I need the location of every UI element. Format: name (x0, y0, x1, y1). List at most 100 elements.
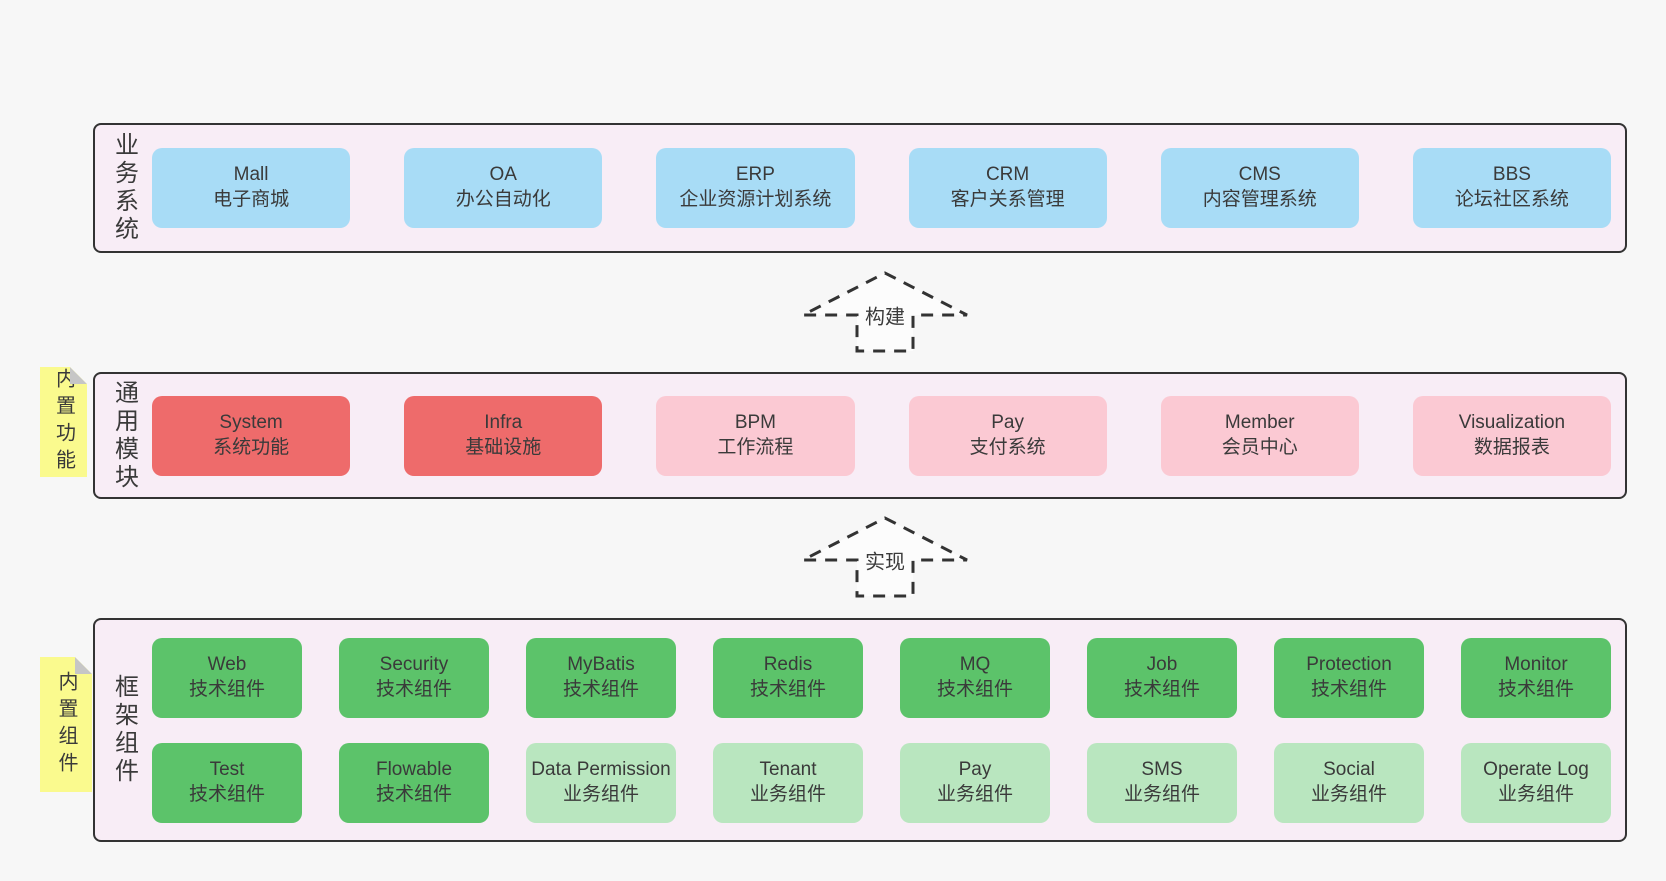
box-title: Social (1323, 758, 1375, 780)
box-subtitle: 客户关系管理 (950, 189, 1065, 210)
box-monitor: Monitor 技术组件 (1461, 637, 1611, 718)
box-subtitle: 业务组件 (562, 783, 639, 805)
box-bbs: BBS 论坛社区系统 (1412, 148, 1611, 228)
box-title: OA (489, 164, 517, 186)
box-protection: Protection 技术组件 (1274, 637, 1424, 718)
box-subtitle: 内容管理系统 (1202, 189, 1317, 210)
sticky-fold-icon (75, 657, 92, 674)
box-subtitle: 业务组件 (1497, 783, 1574, 805)
box-oa: OA 办公自动化 (404, 148, 603, 228)
box-title: Data Permission (531, 758, 671, 780)
box-visualization: Visualization 数据报表 (1412, 395, 1611, 476)
components-boxes-grid: Web 技术组件 Security 技术组件 MyBatis 技术组件 Redi… (152, 620, 1611, 840)
box-title: Pay (991, 411, 1024, 433)
box-system: System 系统功能 (152, 395, 351, 476)
box-infra: Infra 基础设施 (404, 395, 603, 476)
box-title: ERP (735, 164, 775, 186)
box-web: Web 技术组件 (152, 637, 302, 718)
box-mall: Mall 电子商城 (152, 148, 351, 228)
box-social: Social 业务组件 (1274, 742, 1424, 823)
layer-label-zone: 通用模块 (95, 374, 152, 497)
box-subtitle: 会员中心 (1221, 436, 1298, 458)
arrow-implement: 实现 (800, 515, 970, 599)
box-subtitle: 基础设施 (465, 436, 542, 458)
arrow-build-label: 构建 (861, 299, 909, 331)
arrow-implement-label: 实现 (861, 544, 909, 576)
box-title: Pay (958, 758, 992, 780)
box-subtitle: 业务组件 (936, 783, 1013, 805)
sticky-label: 内置组件 (55, 670, 77, 779)
box-subtitle: 电子商城 (213, 189, 290, 210)
box-subtitle: 技术组件 (749, 678, 826, 700)
layer-business-systems: 业务系统 Mall 电子商城 OA 办公自动化 ERP 企业资源计划系统 CRM… (93, 123, 1627, 253)
box-operate-log: Operate Log 业务组件 (1461, 742, 1611, 823)
box-subtitle: 系统功能 (213, 436, 290, 458)
box-pay-component: Pay 业务组件 (900, 742, 1050, 823)
box-pay: Pay 支付系统 (908, 395, 1107, 476)
box-subtitle: 论坛社区系统 (1454, 189, 1569, 210)
box-title: Flowable (375, 758, 453, 780)
box-title: MyBatis (567, 653, 635, 675)
box-subtitle: 企业资源计划系统 (679, 189, 832, 210)
layer-common-modules: 通用模块 System 系统功能 Infra 基础设施 BPM 工作流程 Pay… (93, 372, 1627, 499)
box-job: Job 技术组件 (1087, 637, 1237, 718)
business-boxes-grid: Mall 电子商城 OA 办公自动化 ERP 企业资源计划系统 CRM 客户关系… (152, 125, 1611, 251)
box-title: Infra (484, 411, 523, 433)
box-cms: CMS 内容管理系统 (1160, 148, 1359, 228)
box-subtitle: 技术组件 (936, 678, 1013, 700)
box-subtitle: 技术组件 (375, 783, 452, 805)
box-mq: MQ 技术组件 (900, 637, 1050, 718)
box-title: Operate Log (1483, 758, 1589, 780)
box-title: System (219, 411, 283, 433)
box-title: BBS (1492, 164, 1531, 186)
arrow-build: 构建 (800, 270, 970, 354)
box-subtitle: 支付系统 (969, 436, 1046, 458)
box-subtitle: 办公自动化 (455, 189, 551, 210)
box-member: Member 会员中心 (1160, 395, 1359, 476)
modules-boxes-grid: System 系统功能 Infra 基础设施 BPM 工作流程 Pay 支付系统… (152, 374, 1611, 497)
box-flowable: Flowable 技术组件 (339, 742, 489, 823)
layer-label-components: 框架组件 (110, 674, 138, 786)
box-subtitle: 业务组件 (1310, 783, 1387, 805)
box-test: Test 技术组件 (152, 742, 302, 823)
sticky-note-builtin-components: 内置组件 (40, 657, 92, 792)
box-title: BPM (734, 411, 776, 433)
box-subtitle: 业务组件 (1123, 783, 1200, 805)
layer-label-zone: 业务系统 (95, 125, 152, 251)
box-title: Mall (233, 164, 269, 186)
box-bpm: BPM 工作流程 (656, 395, 855, 476)
box-redis: Redis 技术组件 (713, 637, 863, 718)
box-title: Protection (1306, 653, 1392, 675)
box-security: Security 技术组件 (339, 637, 489, 718)
box-title: Monitor (1504, 653, 1568, 675)
box-title: Visualization (1458, 411, 1566, 433)
box-title: Redis (763, 653, 813, 675)
box-subtitle: 技术组件 (562, 678, 639, 700)
box-subtitle: 技术组件 (375, 678, 452, 700)
box-mybatis: MyBatis 技术组件 (526, 637, 676, 718)
box-data-permission: Data Permission 业务组件 (526, 742, 676, 823)
box-title: Web (207, 653, 247, 675)
box-title: SMS (1141, 758, 1183, 780)
box-title: Tenant (759, 758, 817, 780)
layer-label-business: 业务系统 (110, 132, 138, 244)
box-title: CRM (985, 164, 1030, 186)
sticky-fold-icon (70, 367, 87, 384)
box-title: Member (1224, 411, 1295, 433)
box-crm: CRM 客户关系管理 (908, 148, 1107, 228)
box-subtitle: 技术组件 (188, 678, 265, 700)
box-tenant: Tenant 业务组件 (713, 742, 863, 823)
box-subtitle: 业务组件 (749, 783, 826, 805)
box-subtitle: 技术组件 (188, 783, 265, 805)
layer-label-zone: 框架组件 (95, 620, 152, 840)
layer-framework-components: 框架组件 Web 技术组件 Security 技术组件 MyBatis 技术组件… (93, 618, 1627, 842)
box-erp: ERP 企业资源计划系统 (656, 148, 855, 228)
box-title: MQ (959, 653, 991, 675)
box-title: Security (379, 653, 449, 675)
box-subtitle: 数据报表 (1473, 436, 1550, 458)
sticky-label: 内置功能 (52, 368, 75, 476)
box-title: CMS (1238, 164, 1281, 186)
sticky-note-builtin-features: 内置功能 (40, 367, 87, 477)
box-sms: SMS 业务组件 (1087, 742, 1237, 823)
